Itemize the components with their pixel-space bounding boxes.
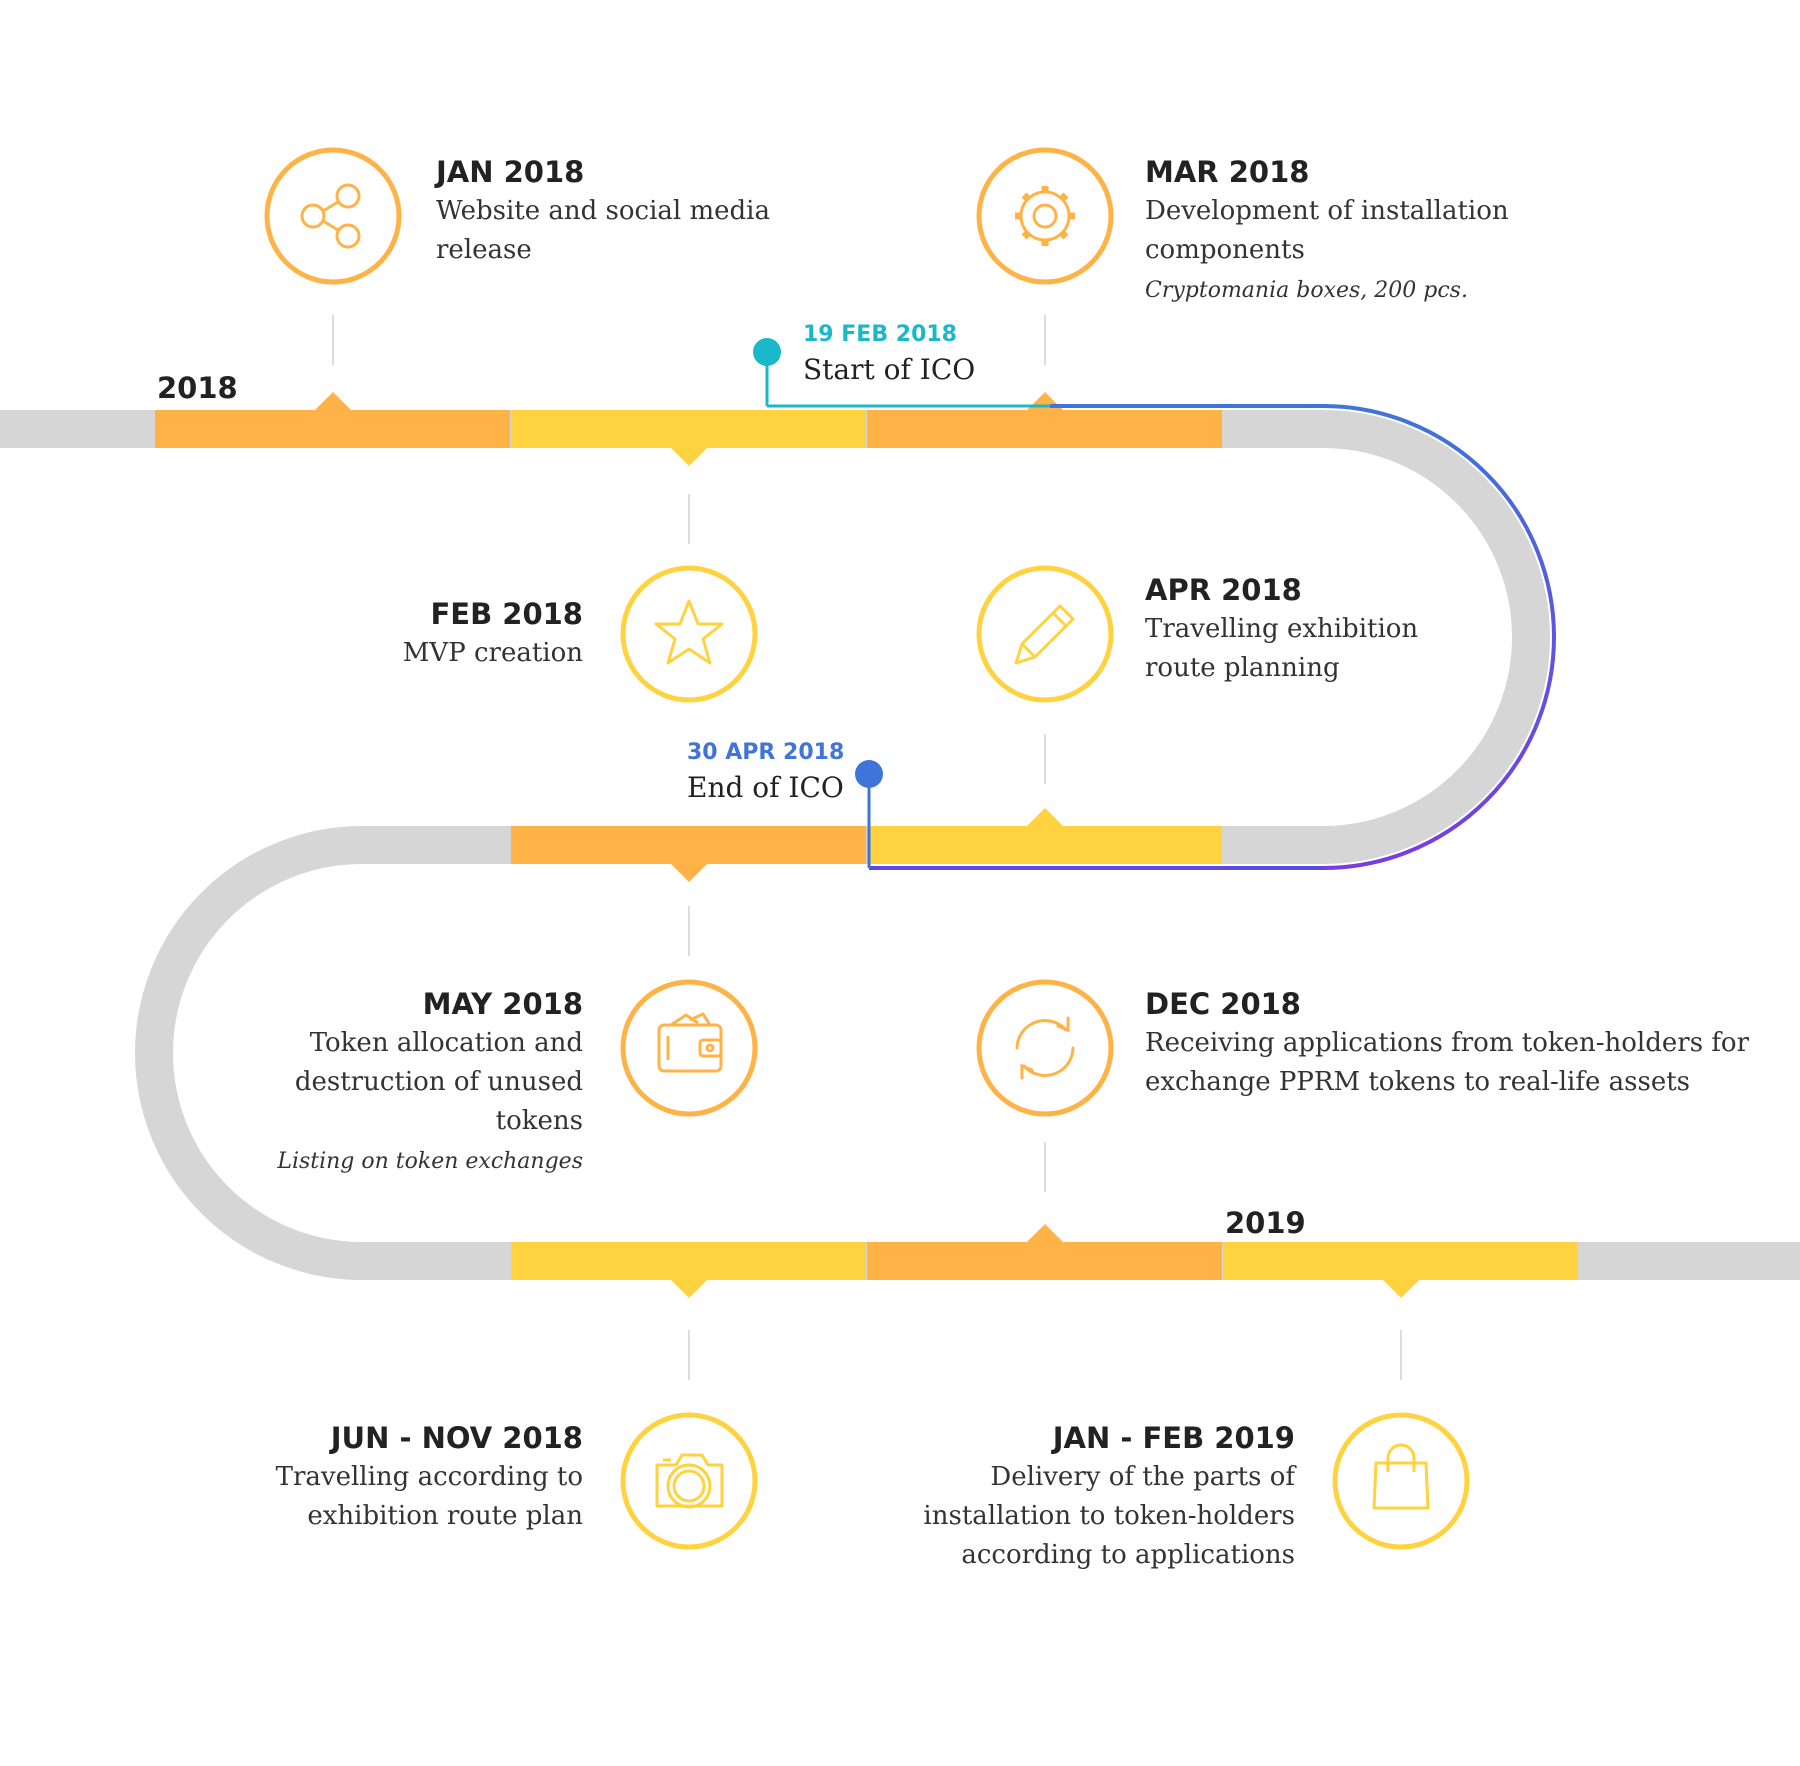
circle-mar-2018 [976, 147, 1114, 285]
milestone-date: FEB 2018 [430, 597, 583, 631]
ico-start-dot [753, 338, 781, 366]
ico-end-text: End of ICO [687, 771, 844, 804]
segment-jan-2018 [155, 410, 510, 448]
segment-pointers [315, 392, 1419, 1298]
milestone-date: JUN - NOV 2018 [330, 1421, 583, 1455]
ico-start-date: 19 FEB 2018 [803, 322, 957, 347]
circle-jan-feb-2019 [1332, 1412, 1470, 1550]
milestone-date: JAN 2018 [436, 155, 585, 189]
milestone-note: Listing on token exchanges [277, 1149, 583, 1174]
milestone-date: JAN - FEB 2019 [1052, 1421, 1295, 1455]
segment-jan-feb-2019 [1223, 1242, 1578, 1280]
segment-apr-2018 [867, 826, 1222, 864]
milestone-feb-2018: FEB 2018 MVP creation [283, 594, 583, 673]
milestone-desc: Receiving applications from token-holder… [1145, 1028, 1750, 1097]
milestone-apr-2018: APR 2018 Travelling exhibition route pla… [1145, 570, 1465, 688]
milestone-desc: Token allocation and destruction of unus… [294, 1028, 583, 1136]
circle-dec-2018 [976, 979, 1114, 1117]
milestone-may-2018: MAY 2018 Token allocation and destructio… [203, 984, 583, 1179]
circle-jan-2018 [264, 147, 402, 285]
pointer-may-2018 [671, 864, 707, 882]
share-icon [300, 183, 361, 249]
milestone-jun-nov-2018: JUN - NOV 2018 Travelling according to e… [253, 1418, 583, 1536]
pointer-feb-2018 [671, 448, 707, 466]
ico-end-date: 30 APR 2018 [687, 740, 845, 765]
segment-jun-nov-2018 [511, 1242, 866, 1280]
circle-apr-2018 [976, 565, 1114, 703]
ico-period-curve [1322, 404, 1556, 870]
circle-feb-2018 [620, 565, 758, 703]
pointer-jan-feb-2019 [1383, 1280, 1419, 1298]
milestone-date: DEC 2018 [1145, 987, 1301, 1021]
pencil-icon [1014, 604, 1075, 665]
period-segments [155, 410, 1578, 1280]
milestone-desc: Development of installation components [1145, 196, 1509, 265]
circle-may-2018 [620, 979, 758, 1117]
segment-dec-2018 [867, 1242, 1222, 1280]
camera-icon [655, 1453, 724, 1509]
year-label-end: 2019 [1225, 1206, 1306, 1240]
ico-end-label: 30 APR 2018 End of ICO [687, 738, 844, 808]
segment-feb-2018 [511, 410, 866, 448]
milestone-note: Cryptomania boxes, 200 pcs. [1145, 278, 1468, 303]
circle-jun-nov-2018 [620, 1412, 758, 1550]
milestone-desc: Travelling according to exhibition route… [275, 1462, 583, 1531]
track-curve-right [1322, 410, 1550, 864]
pointer-jun-nov-2018 [671, 1280, 707, 1298]
segment-mar-2018 [867, 410, 1222, 448]
icon-circles [264, 147, 1470, 1550]
ico-start-label: 19 FEB 2018 Start of ICO [803, 320, 975, 390]
milestone-mar-2018: MAR 2018 Development of installation com… [1145, 152, 1525, 308]
milestone-desc: Website and social media release [436, 196, 771, 265]
milestone-desc: Travelling exhibition route planning [1145, 614, 1419, 683]
pointer-dec-2018 [1027, 1224, 1063, 1242]
milestone-date: MAR 2018 [1145, 155, 1310, 189]
milestone-desc: Delivery of the parts of installation to… [923, 1462, 1295, 1570]
pointer-apr-2018 [1027, 808, 1063, 826]
ico-end-dot [855, 760, 883, 788]
refresh-icon [1015, 1016, 1075, 1080]
connectors [332, 315, 1402, 1380]
milestone-date: MAY 2018 [422, 987, 583, 1021]
pointer-jan-2018 [315, 392, 351, 410]
ico-start-text: Start of ICO [803, 353, 976, 386]
segment-may-2018 [511, 826, 866, 864]
track-curve-left [135, 826, 363, 1280]
milestone-jan-feb-2019: JAN - FEB 2019 Delivery of the parts of … [855, 1418, 1295, 1575]
milestone-jan-2018: JAN 2018 Website and social media releas… [436, 152, 776, 270]
wallet-icon [657, 1012, 723, 1073]
gear-icon [1015, 186, 1075, 246]
milestone-desc: MVP creation [402, 638, 583, 668]
shopping-bag-icon [1372, 1443, 1430, 1510]
star-icon [654, 599, 724, 665]
year-label-start: 2018 [157, 371, 238, 405]
milestone-dec-2018: DEC 2018 Receiving applications from tok… [1145, 984, 1765, 1102]
milestone-date: APR 2018 [1145, 573, 1302, 607]
